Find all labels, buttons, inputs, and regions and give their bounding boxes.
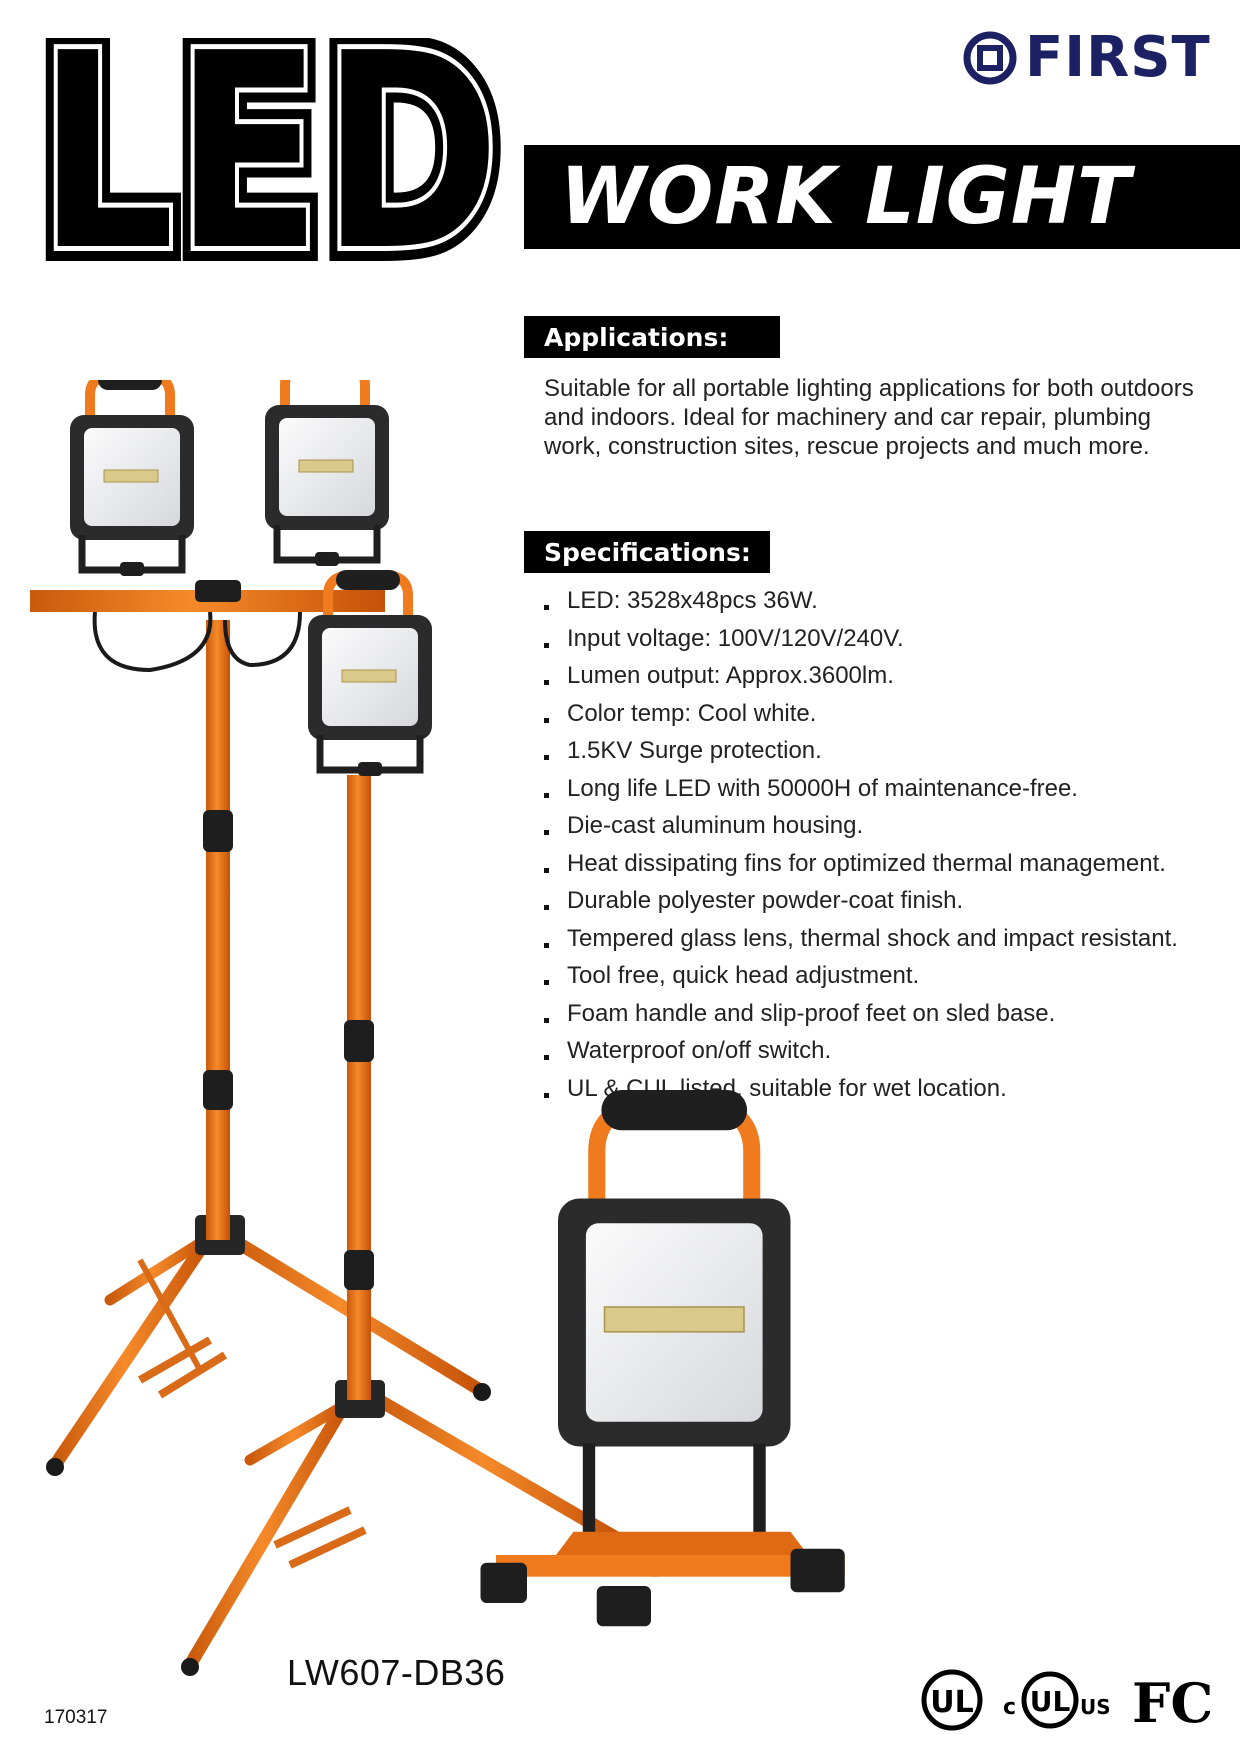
ul-mark-text: UL [930, 1685, 973, 1720]
bullet-icon [544, 1017, 549, 1023]
brand-name: FIRST [1025, 25, 1211, 90]
spec-item: Long life LED with 50000H of maintenance… [544, 774, 1234, 812]
cul-us-text: US [1080, 1695, 1111, 1719]
bullet-icon [544, 830, 549, 835]
brand-logo-icon [963, 31, 1017, 85]
spec-text: Tool free, quick head adjustment. [567, 962, 920, 989]
spec-text: Waterproof on/off switch. [567, 1037, 832, 1064]
bullet-icon [544, 642, 549, 648]
twin-tripod-light [30, 380, 491, 1476]
spec-item: Waterproof on/off switch. [544, 1036, 1234, 1074]
spec-item: Input voltage: 100V/120V/240V. [544, 624, 1234, 662]
product-illustration [30, 380, 845, 1676]
applications-heading: Applications: [524, 316, 780, 358]
bullet-icon [544, 905, 549, 910]
bullet-icon [544, 792, 549, 798]
spec-text: Input voltage: 100V/120V/240V. [567, 624, 904, 652]
spec-text: Die-cast aluminum housing. [567, 812, 864, 839]
bullet-icon [544, 867, 549, 873]
spec-text: Long life LED with 50000H of maintenance… [567, 774, 1078, 802]
cul-c-text: c [1003, 1695, 1016, 1720]
specifications-heading: Specifications: [524, 531, 770, 573]
bullet-icon [544, 717, 549, 723]
brand-logo: FIRST [963, 28, 1211, 88]
spec-item: Foam handle and slip-proof feet on sled … [544, 999, 1234, 1037]
bullet-icon [544, 680, 549, 685]
spec-item: LED: 3528x48pcs 36W. [544, 586, 1234, 624]
spec-text: Lumen output: Approx.3600lm. [567, 662, 894, 689]
spec-item: Tempered glass lens, thermal shock and i… [544, 924, 1234, 962]
cul-mark-icon: c UL US [1003, 1671, 1111, 1729]
date-code: 170317 [44, 1707, 108, 1728]
bullet-icon [544, 942, 549, 948]
spec-text: Color temp: Cool white. [567, 699, 817, 727]
spec-text: Durable polyester powder-coat finish. [567, 887, 964, 914]
led-title: LED LED LED [38, 38, 508, 263]
bullet-icon [544, 1055, 549, 1060]
spec-text: LED: 3528x48pcs 36W. [567, 587, 818, 614]
spec-text: Foam handle and slip-proof feet on sled … [567, 999, 1056, 1027]
bullet-icon [544, 1092, 549, 1098]
specifications-list: LED: 3528x48pcs 36W. Input voltage: 100V… [544, 586, 1234, 1111]
spec-item: Tool free, quick head adjustment. [544, 961, 1234, 999]
certification-marks: UL c UL US FC [921, 1669, 1210, 1735]
bullet-icon [544, 605, 549, 610]
bullet-icon [544, 980, 549, 985]
model-number: LW607-DB36 [287, 1652, 506, 1693]
cul-ul-text: UL [1030, 1685, 1071, 1718]
subtitle-banner: WORK LIGHT [524, 145, 1240, 249]
led-title-text: LED [38, 38, 500, 263]
fcc-mark-text: FC [1132, 1671, 1210, 1735]
spec-item: Durable polyester powder-coat finish. [544, 886, 1234, 924]
ul-mark-icon: UL [921, 1669, 983, 1731]
spec-item: Heat dissipating fins for optimized ther… [544, 849, 1234, 887]
fcc-mark-icon: FC [1132, 1671, 1210, 1735]
sled-base-light [480, 1090, 845, 1627]
spec-text: 1.5KV Surge protection. [567, 737, 822, 764]
single-tripod-light [181, 570, 631, 1676]
applications-text: Suitable for all portable lighting appli… [544, 375, 1194, 460]
spec-text: Tempered glass lens, thermal shock and i… [567, 924, 1178, 952]
spec-item: 1.5KV Surge protection. [544, 736, 1234, 774]
spec-item: Color temp: Cool white. [544, 699, 1234, 737]
led-title-inner: LED [38, 38, 500, 263]
subtitle-text: WORK LIGHT [560, 152, 1132, 242]
spec-item: Die-cast aluminum housing. [544, 811, 1234, 849]
led-title-core: LED [38, 38, 500, 263]
bullet-icon [544, 755, 549, 760]
spec-item: Lumen output: Approx.3600lm. [544, 661, 1234, 699]
spec-text: Heat dissipating fins for optimized ther… [567, 849, 1166, 877]
